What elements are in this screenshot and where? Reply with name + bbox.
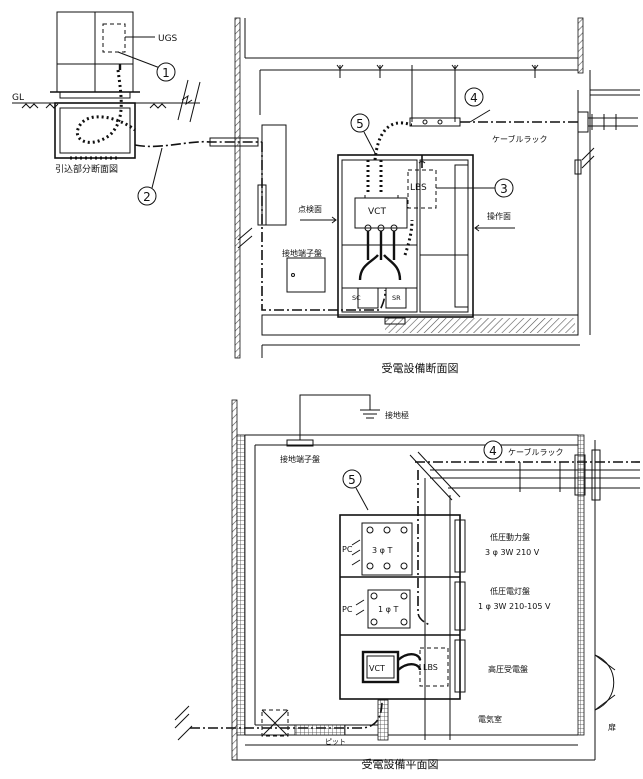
callout-5-plan [342,469,362,489]
three-phase-transformer-label: 3 φ T [372,546,392,555]
vct-plan-label: VCT [369,664,385,673]
section-cable-route [261,142,386,311]
lv-lighting-panel-label: 低圧電灯盤 [490,586,530,596]
inset-entrance-section: UGS GL 引込部分断面図 1 2 [12,11,262,206]
ugs-label: UGS [158,34,178,44]
vct-section-unit [354,197,408,229]
cable-rack-plan [424,478,451,740]
cable-rack-label-plan: ケーブルラック [508,447,564,457]
inset-caption: 引込部分断面図 [55,163,118,175]
vct-plan-unit [361,650,400,684]
door-swing [594,654,615,711]
lv-lighting-spec: 1 φ 3W 210-105 V [478,602,551,611]
cable-rack-label-section: ケーブルラック [492,134,548,144]
callout-4-section [464,87,484,107]
grounding-terminal-board-plan-label: 接地端子盤 [280,454,320,464]
gl-label: GL [12,93,24,103]
callout-3-number: 3 [500,182,508,196]
single-phase-transformer-label: 1 φ T [378,605,398,614]
sr-label: SR [392,294,401,302]
lv-power-transformer [361,522,413,576]
operation-side-label: 操作面 [487,211,511,221]
door-label: 扉 [608,722,616,732]
pit-label: ピット [325,738,346,746]
sc-label: SC [352,294,361,302]
callout-2 [137,186,157,206]
callout-2-number: 2 [143,190,151,204]
vct-section-label: VCT [368,207,386,217]
ground-electrode-label: 接地極 [385,410,409,420]
section-view-title: 受電設備断面図 [382,361,459,375]
switchboard-cabinet [337,154,474,318]
callout-5-section-number: 5 [356,117,364,131]
inset-cable [75,69,136,144]
section-view: SC SR VCT LBS 3 点検面 操作面 接地端子盤 ケーブルラック 4 … [234,17,640,375]
ugs-switch [102,23,126,53]
lbs-section-unit [407,169,437,209]
hv-receiving-panel-label: 高圧受電盤 [488,664,528,674]
lv-power-spec: 3 φ 3W 210 V [485,548,540,557]
lbs-section-label: LBS [410,183,427,193]
ground-electrode-symbol [360,409,380,419]
grounding-terminal-board-label: 接地端子盤 [282,248,322,258]
callout-4-plan [483,440,503,460]
plan-cable-route [190,699,383,729]
callout-5-plan-number: 5 [348,473,356,487]
grounding-terminal-board-box [286,257,326,293]
plan-view-title: 受電設備平面図 [362,757,439,771]
grounding-terminal-board-plan [286,439,314,447]
callout-1 [156,62,176,82]
plan-view: 接地極 接地端子盤 ケーブルラック 4 PC 3 φ T 低圧動力盤 3 φ 3… [174,394,640,771]
electrical-room-label: 電気室 [478,714,502,724]
ground-wire [299,394,371,440]
callout-4-plan-number: 4 [489,444,497,458]
lv-lighting-transformer [367,589,411,629]
entrance-pit [54,102,136,159]
cable-rack-section [409,117,461,127]
inspection-side-label: 点検面 [298,204,322,214]
pc-label-power: PC [342,545,353,554]
lv-power-panel-label: 低圧動力盤 [490,532,530,542]
lbs-plan-label: LBS [423,663,438,672]
callout-5-section [350,113,370,133]
switchboard-plan [339,514,461,700]
pc-label-lighting: PC [342,605,353,614]
callout-1-number: 1 [162,66,170,80]
callout-4-section-number: 4 [470,91,478,105]
callout-3 [494,178,514,198]
